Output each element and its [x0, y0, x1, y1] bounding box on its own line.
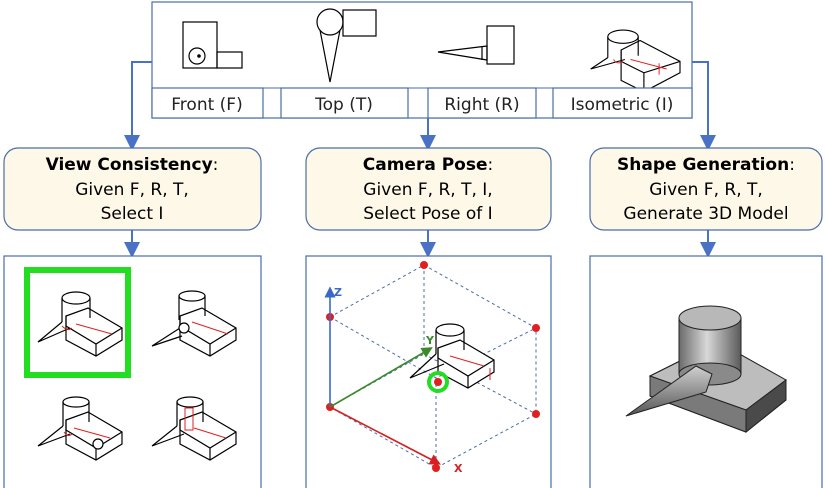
- candidate-view-2[interactable]: [151, 290, 237, 357]
- connector-arrows: [124, 61, 716, 258]
- selected-camera-pose-marker: [427, 371, 449, 393]
- task-shape-generation: Shape Generation: Given F, R, T, Generat…: [589, 147, 823, 231]
- right-view-drawing: [437, 25, 515, 65]
- task-line: Select I: [101, 204, 164, 224]
- axis-label-z: Z: [334, 286, 342, 299]
- task-title: View Consistency: [46, 155, 213, 175]
- generated-3d-model: [625, 305, 787, 434]
- task-title-colon: :: [789, 155, 795, 175]
- camera-pose-object: [409, 323, 495, 389]
- top-view-drawing: [316, 8, 377, 83]
- axis-label-y: Y: [425, 334, 435, 347]
- task-line: Select Pose of I: [363, 204, 492, 224]
- task-line: Given F, R, T,: [649, 180, 763, 200]
- view-label-cells: [151, 87, 693, 119]
- selected-candidate-highlight: [24, 267, 131, 378]
- candidate-view-1[interactable]: [37, 291, 123, 357]
- axis-arrows: [324, 286, 441, 465]
- view-label-top: Top (T): [314, 95, 373, 115]
- candidate-view-4[interactable]: [151, 396, 237, 461]
- candidate-view-3[interactable]: [37, 396, 123, 461]
- task-line: Given F, R, T,: [75, 180, 189, 200]
- task-line: Generate 3D Model: [623, 204, 788, 224]
- task-title: Shape Generation: [617, 155, 789, 175]
- view-label-isometric: Isometric (I): [571, 95, 674, 115]
- task-view-consistency: View Consistency: Given F, R, T, Select …: [3, 147, 262, 231]
- svg-text:View Consistency:: View Consistency:: [46, 155, 219, 175]
- task-title-colon: :: [213, 155, 219, 175]
- axis-label-x: X: [454, 462, 463, 475]
- view-label-front: Front (F): [171, 95, 242, 115]
- view-label-right: Right (R): [444, 95, 519, 115]
- task-camera-pose: Camera Pose: Given F, R, T, I, Select Po…: [305, 147, 552, 231]
- task-title-colon: :: [488, 155, 494, 175]
- task-line: Given F, R, T, I,: [363, 180, 492, 200]
- svg-text:Camera Pose:: Camera Pose:: [363, 155, 494, 175]
- svg-text:Shape Generation:: Shape Generation:: [617, 155, 795, 175]
- task-title: Camera Pose: [363, 155, 488, 175]
- front-view-drawing: [182, 21, 243, 69]
- isometric-view-drawing: [590, 29, 681, 93]
